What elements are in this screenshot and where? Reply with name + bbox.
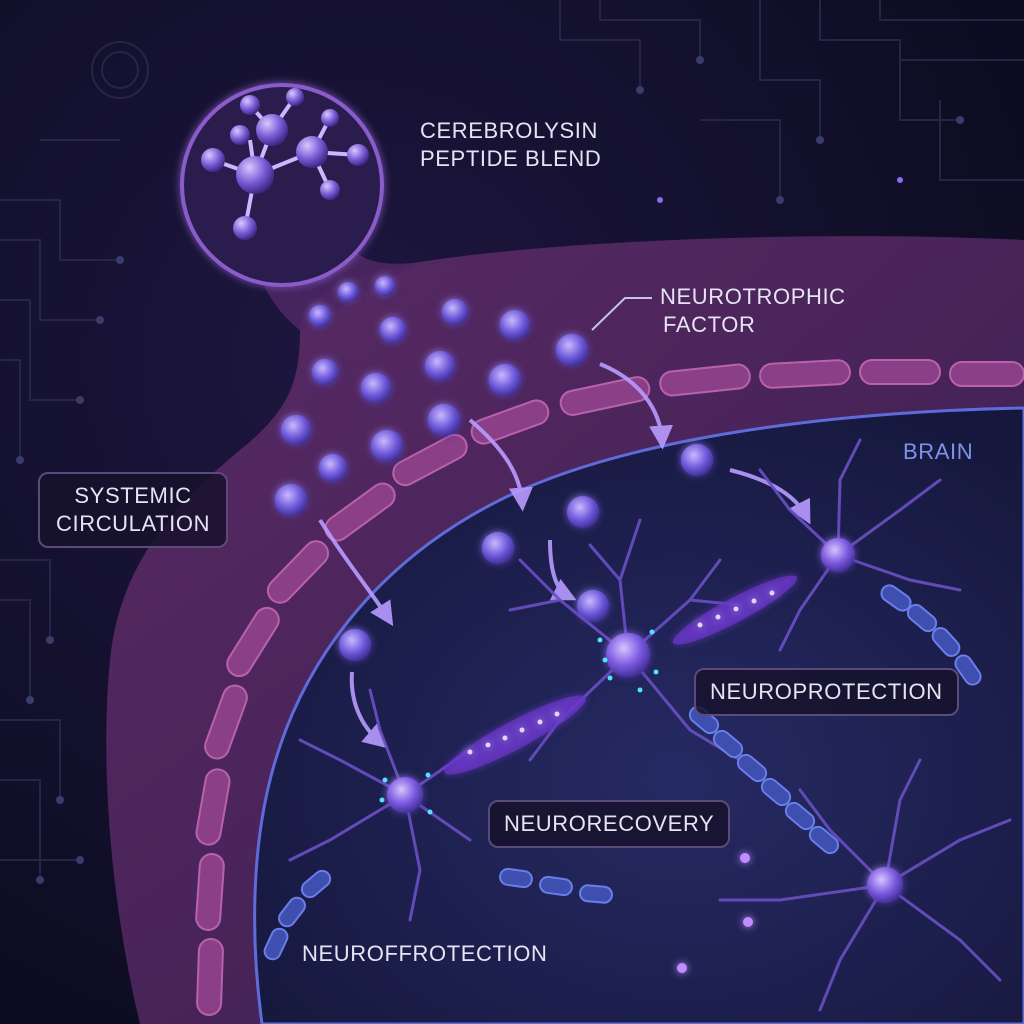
neurotrophic-line-2: FACTOR [663,312,756,337]
neuron-icon [387,777,423,813]
peptide-particle-icon [319,454,347,482]
neuron-icon [867,867,903,903]
circuit-decoration [0,0,1024,880]
arrow-icon [548,539,577,601]
brain-label: BRAIN [903,439,974,464]
peptide-particle-icon [489,364,521,396]
myelin-axons [263,584,982,961]
peptide-particle-icon [361,373,391,403]
peptide-particle-icon [425,351,455,381]
neurorecovery-label: NEURORECOVERY [488,800,731,848]
cyan-sparks [379,629,659,815]
flow-arrows [318,362,811,749]
peptide-particle-icon [428,404,460,436]
peptide-particle-icon [339,629,371,661]
arrow-icon [729,468,811,525]
arrow-icon [349,671,388,749]
peptide-particle-icon [567,496,599,528]
neuron-icon [821,538,855,572]
peptide-particle-icon [371,430,403,462]
neurotrophic-leader-line [591,297,652,331]
arrow-icon [318,518,394,627]
neuroprotection-label: NEUROPROTECTION [694,668,959,716]
peptide-particle-icon [275,484,307,516]
peptide-particle-icon [309,305,331,327]
title-line-2: PEPTIDE BLEND [420,146,602,171]
peptide-particle-icon [577,590,609,622]
arrow-icon [468,418,533,512]
circuit-nodes [16,56,964,884]
neurotrophic-line-1: NEUROTROPHIC [660,284,846,309]
systemic-circulation-label: SYSTEMIC CIRCULATION [38,472,229,548]
neuron-network [288,438,1012,1012]
neuron-somas [387,538,903,903]
title-label: CEREBROLYSIN PEPTIDE BLEND [420,117,601,173]
neuron-icon [606,633,650,677]
peptide-particle-icon [556,334,588,366]
peptide-particle-icon [375,276,395,296]
peptide-particle-icon [500,310,530,340]
peptide-particle-icon [338,282,358,302]
peptide-particle-icon [281,415,311,445]
neurotrophic-factor-label: NEUROTROPHIC FACTOR [660,283,846,339]
peptide-particle-icon [380,317,406,343]
systemic-line-1: SYSTEMIC [74,483,192,508]
dendrite-end-glows [677,853,753,973]
signal-streaks [444,575,798,775]
vessel-wall [195,359,1024,1016]
peptide-particle-icon [482,532,514,564]
systemic-line-2: CIRCULATION [56,511,211,536]
peptide-particle-icon [681,444,713,476]
neuroffrotection-label: NEUROFFROTECTION [302,941,548,966]
molecule-icon [180,83,384,287]
peptide-particle-icon [442,299,468,325]
arrow-icon [599,362,674,450]
title-line-1: CEREBROLYSIN [420,118,598,143]
peptide-particle-icon [312,359,338,385]
